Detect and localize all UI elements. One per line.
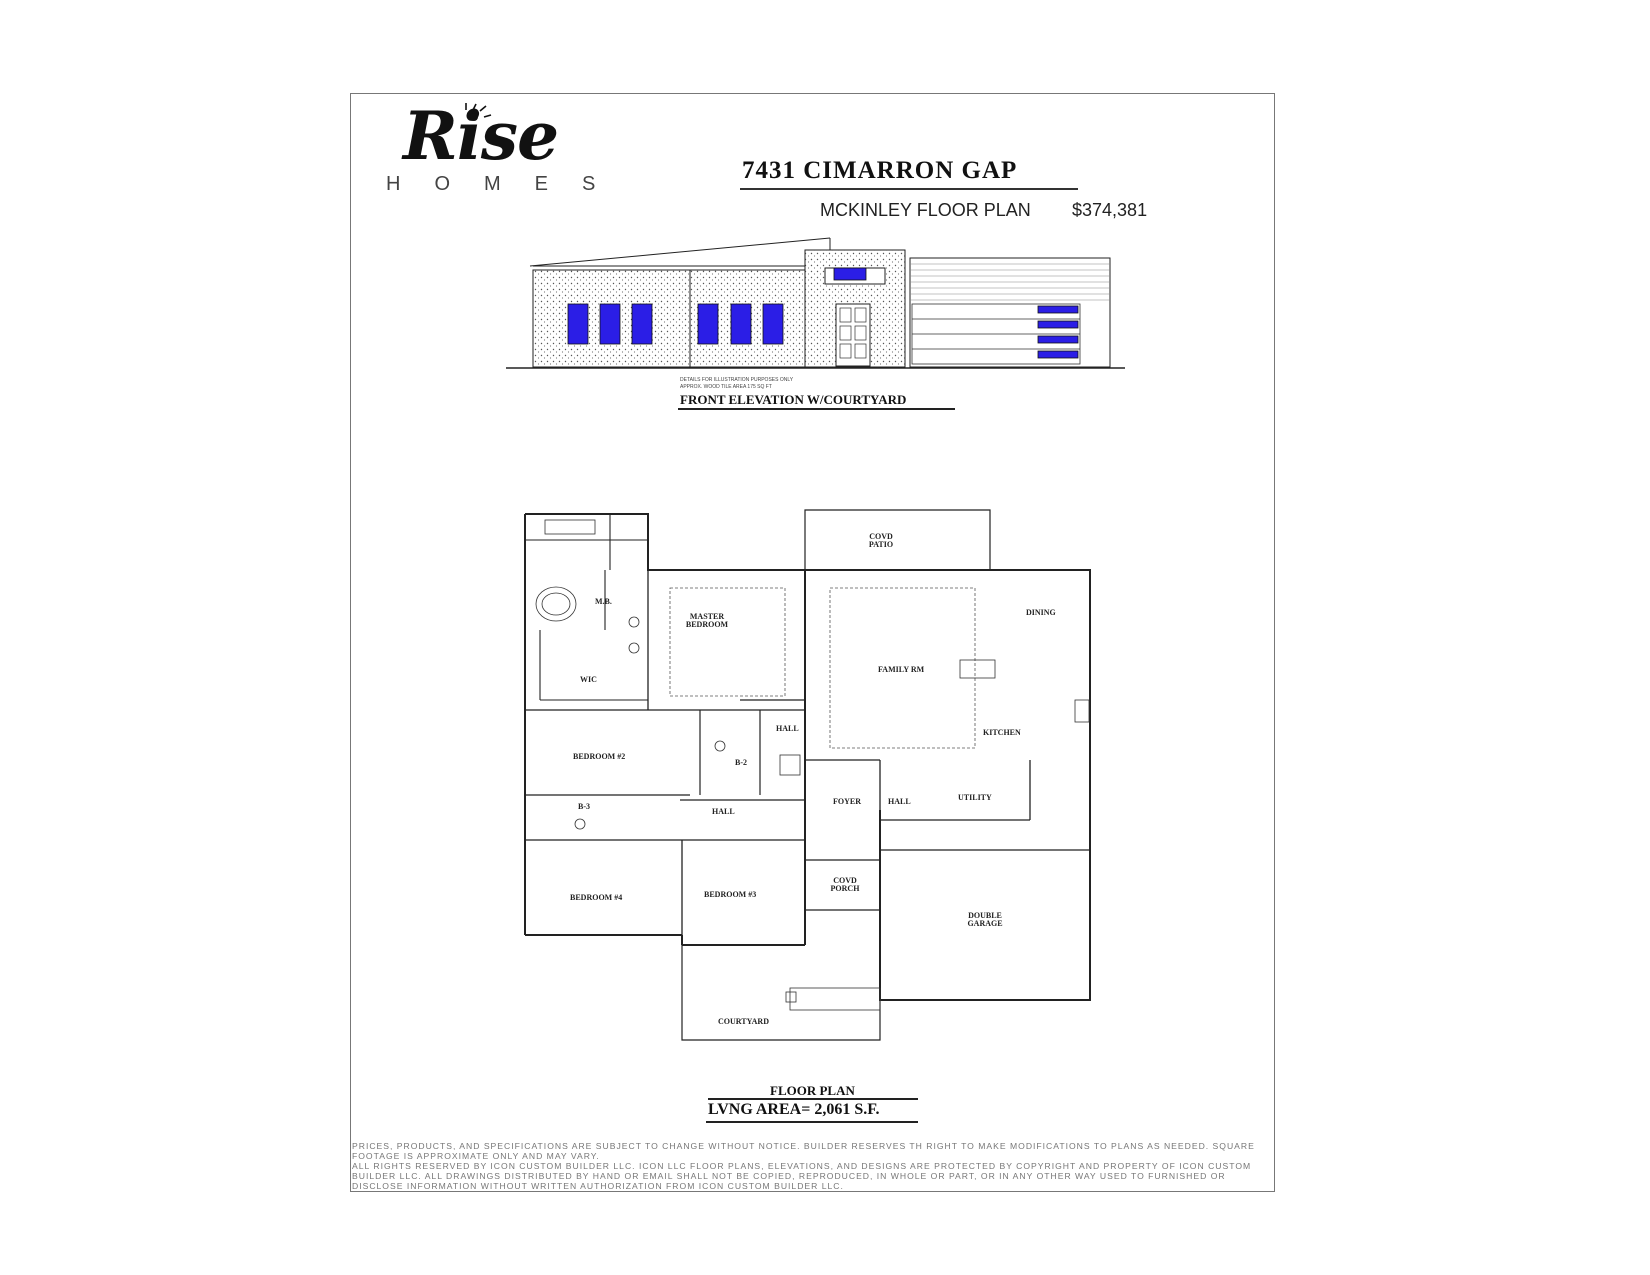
floor-plan-title: FLOOR PLAN (770, 1083, 855, 1098)
listing-price: $374,381 (1072, 200, 1148, 220)
room-utility: UTILITY (958, 793, 992, 802)
elevation-notes: DETAILS FOR ILLUSTRATION PURPOSES ONLY A… (680, 377, 793, 391)
room-double-garage: DOUBLE GARAGE (967, 911, 1003, 928)
room-hall-1: HALL (776, 724, 799, 733)
room-bath-3: B-3 (578, 802, 590, 811)
room-dining: DINING (1026, 608, 1056, 617)
elevation-caption-underline (678, 408, 955, 410)
room-hall-2: HALL (712, 807, 735, 816)
room-bedroom-4: BEDROOM #4 (570, 893, 623, 902)
legal-disclaimer: PRICES, PRODUCTS, AND SPECIFICATIONS ARE… (352, 1141, 1255, 1191)
room-foyer: FOYER (833, 797, 861, 806)
address-underline (740, 188, 1078, 190)
room-hall-3: HALL (888, 797, 911, 806)
living-area-underline (706, 1121, 918, 1123)
elevation-note: DETAILS FOR ILLUSTRATION PURPOSES ONLY (680, 377, 794, 383)
floor-plan-title-underline (708, 1098, 918, 1100)
room-bath-2: B-2 (735, 758, 747, 767)
elevation-note: APPROX. WOOD TILE AREA 175 SQ FT (680, 384, 772, 390)
room-master-bath: M.B. (595, 597, 612, 606)
room-family-rm: FAMILY RM (878, 665, 925, 674)
room-bedroom-3: BEDROOM #3 (704, 890, 757, 899)
brand-logo-subtitle: HOMES (386, 173, 630, 195)
room-bedroom-2: BEDROOM #2 (573, 752, 626, 761)
room-kitchen: KITCHEN (983, 728, 1021, 737)
room-covd-patio: COVD PATIO (868, 532, 894, 549)
living-area: LVNG AREA= 2,061 S.F. (708, 1101, 880, 1118)
floor-plan-name: MCKINLEY FLOOR PLAN (820, 200, 1031, 220)
property-address: 7431 CIMARRON GAP (742, 157, 1018, 184)
room-courtyard: COURTYARD (718, 1017, 769, 1026)
elevation-caption: FRONT ELEVATION W/COURTYARD (680, 392, 907, 407)
room-master-bedroom: MASTER BEDROOM (685, 612, 729, 629)
room-covd-porch: COVD PORCH (830, 876, 860, 893)
room-wic: WIC (580, 675, 597, 684)
